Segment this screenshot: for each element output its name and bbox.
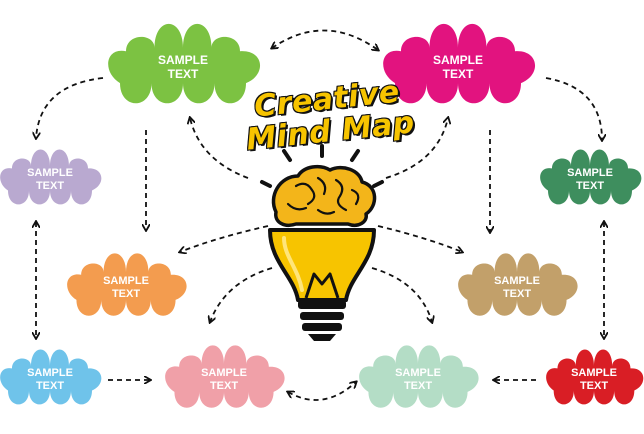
cloud-top-left bbox=[108, 23, 261, 104]
cloud-bottom-center-right bbox=[359, 345, 479, 408]
arrow-top-left-to-top-right bbox=[272, 29, 378, 50]
lightbulb-brain-icon bbox=[260, 144, 384, 341]
cloud-top-right bbox=[383, 23, 536, 104]
cloud-right-middle bbox=[458, 253, 578, 316]
arrow-bulb-to-bottom-center-right bbox=[371, 267, 432, 322]
arrow-bulb-to-right-middle bbox=[377, 225, 462, 252]
cloud-bottom-center-left bbox=[165, 345, 285, 408]
arrow-bulb-to-left-middle bbox=[180, 225, 269, 252]
arrow-bottom-center-left-to-right bbox=[288, 382, 356, 401]
arrow-top-left-to-left-upper bbox=[36, 77, 104, 138]
arrow-bulb-to-top-right bbox=[385, 118, 448, 179]
cloud-left-upper bbox=[0, 149, 102, 205]
arrow-bulb-to-bottom-center-left bbox=[210, 267, 273, 322]
cloud-right-upper bbox=[540, 149, 642, 205]
cloud-left-middle bbox=[67, 253, 187, 316]
arrow-top-right-to-right-upper bbox=[545, 77, 602, 140]
cloud-bottom-right bbox=[546, 349, 644, 405]
cloud-bottom-left bbox=[0, 349, 102, 405]
arrow-bulb-to-top-left bbox=[190, 118, 249, 179]
